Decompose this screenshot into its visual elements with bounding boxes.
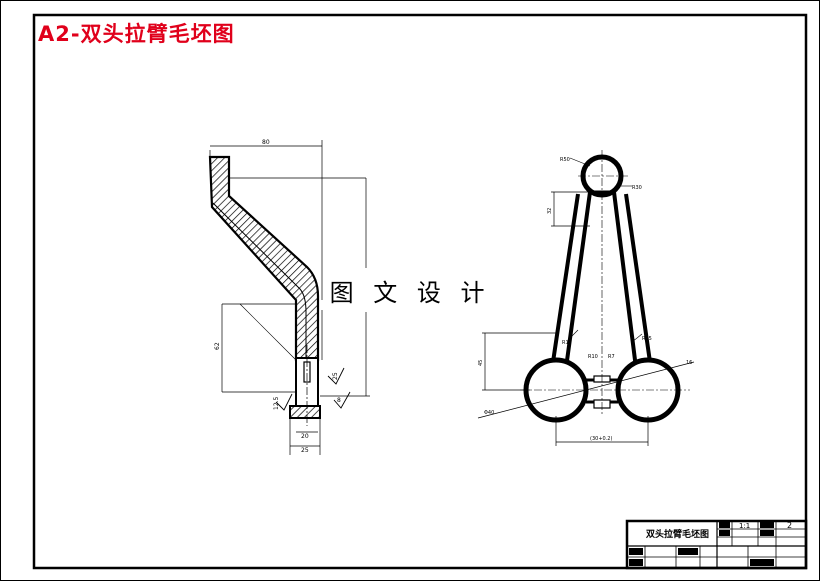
watermark-label: 图 文 设 计	[330, 268, 490, 312]
arm-section	[208, 155, 320, 362]
dim-label-slot: 8	[337, 397, 341, 404]
dim-label-left: 62	[214, 342, 221, 350]
roughness-symbol	[333, 391, 351, 409]
title-block	[625, 519, 808, 570]
side-view-labels: 80 62 25 8 12.5 20 25	[214, 139, 341, 454]
dim-label-front-height-2: 45	[478, 360, 484, 366]
dim-label-bottom-1: 20	[301, 433, 309, 440]
dim-label-angle: 12.5	[273, 396, 280, 410]
dim-label-r4: R15	[642, 336, 652, 342]
title-block-scale: 1:1	[739, 522, 750, 530]
page-title: A2-双头拉臂毛坯图	[38, 22, 235, 46]
right-arm	[612, 191, 652, 369]
base-block	[289, 405, 321, 419]
dim-line-diagonal	[477, 361, 695, 419]
dim-label-diagonal: 16	[686, 360, 692, 366]
title-block-sheet: 2	[787, 521, 792, 530]
title-block-labels: 双头拉臂毛坯图 1:1 2	[646, 521, 792, 540]
title-block-part-name: 双头拉臂毛坯图	[646, 528, 709, 540]
dim-label-r1: R1	[562, 340, 569, 346]
side-view	[208, 140, 370, 455]
dim-label-top: 80	[262, 139, 270, 146]
dim-label-top-r: R30	[632, 185, 642, 191]
dim-label-right-small: 25	[332, 372, 339, 380]
front-view-labels: R50 R30 32 R1 R10 R7 R15 45 16 Φ40 (30+0…	[478, 157, 692, 442]
dim-label-r2: R10	[588, 354, 598, 360]
roughness-symbol	[275, 393, 293, 411]
dim-label-phi: Φ40	[484, 410, 494, 416]
arm-inner-line	[212, 202, 307, 360]
left-arm	[551, 191, 592, 369]
dim-label-top-circle: R50	[560, 157, 570, 163]
front-view	[477, 150, 695, 446]
roughness-symbol	[327, 367, 345, 385]
dim-label-front-bottom: (30+0.2)	[590, 436, 612, 442]
dim-label-bottom-2: 25	[301, 447, 309, 454]
dim-label-front-height: 32	[547, 208, 553, 214]
inner-frame	[32, 13, 808, 570]
dim-label-r3: R7	[608, 354, 615, 360]
